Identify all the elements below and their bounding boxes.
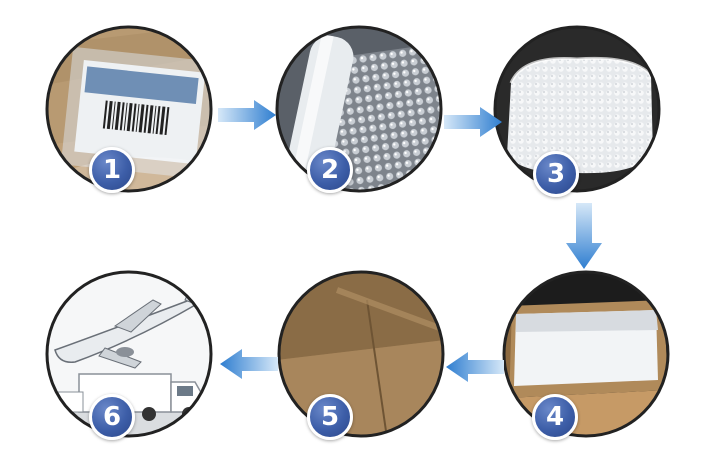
- step-number-badge: 1: [89, 147, 135, 193]
- arrow-right-icon: [444, 107, 502, 137]
- step-number-badge: 6: [89, 394, 135, 440]
- package-in-open-box-icon: [502, 270, 670, 438]
- bubble-wrap-roll-icon: [275, 25, 443, 193]
- sealed-carton-box-icon: [277, 270, 445, 438]
- step-6: 6: [45, 270, 213, 438]
- step-number-badge: 2: [307, 147, 353, 193]
- step-5: 5: [277, 270, 445, 438]
- step-1: 1: [45, 25, 213, 193]
- arrow-right-icon: [218, 100, 276, 130]
- arrow-left-icon: [446, 352, 504, 382]
- step-number-badge: 3: [533, 151, 579, 197]
- step-4: 4: [502, 270, 670, 438]
- step-number-badge: 5: [307, 394, 353, 440]
- arrow-left-icon: [220, 349, 278, 379]
- arrow-down-icon: [566, 203, 602, 269]
- step-number-badge: 4: [532, 394, 578, 440]
- step-3: 3: [493, 25, 661, 193]
- step-2: 2: [275, 25, 443, 193]
